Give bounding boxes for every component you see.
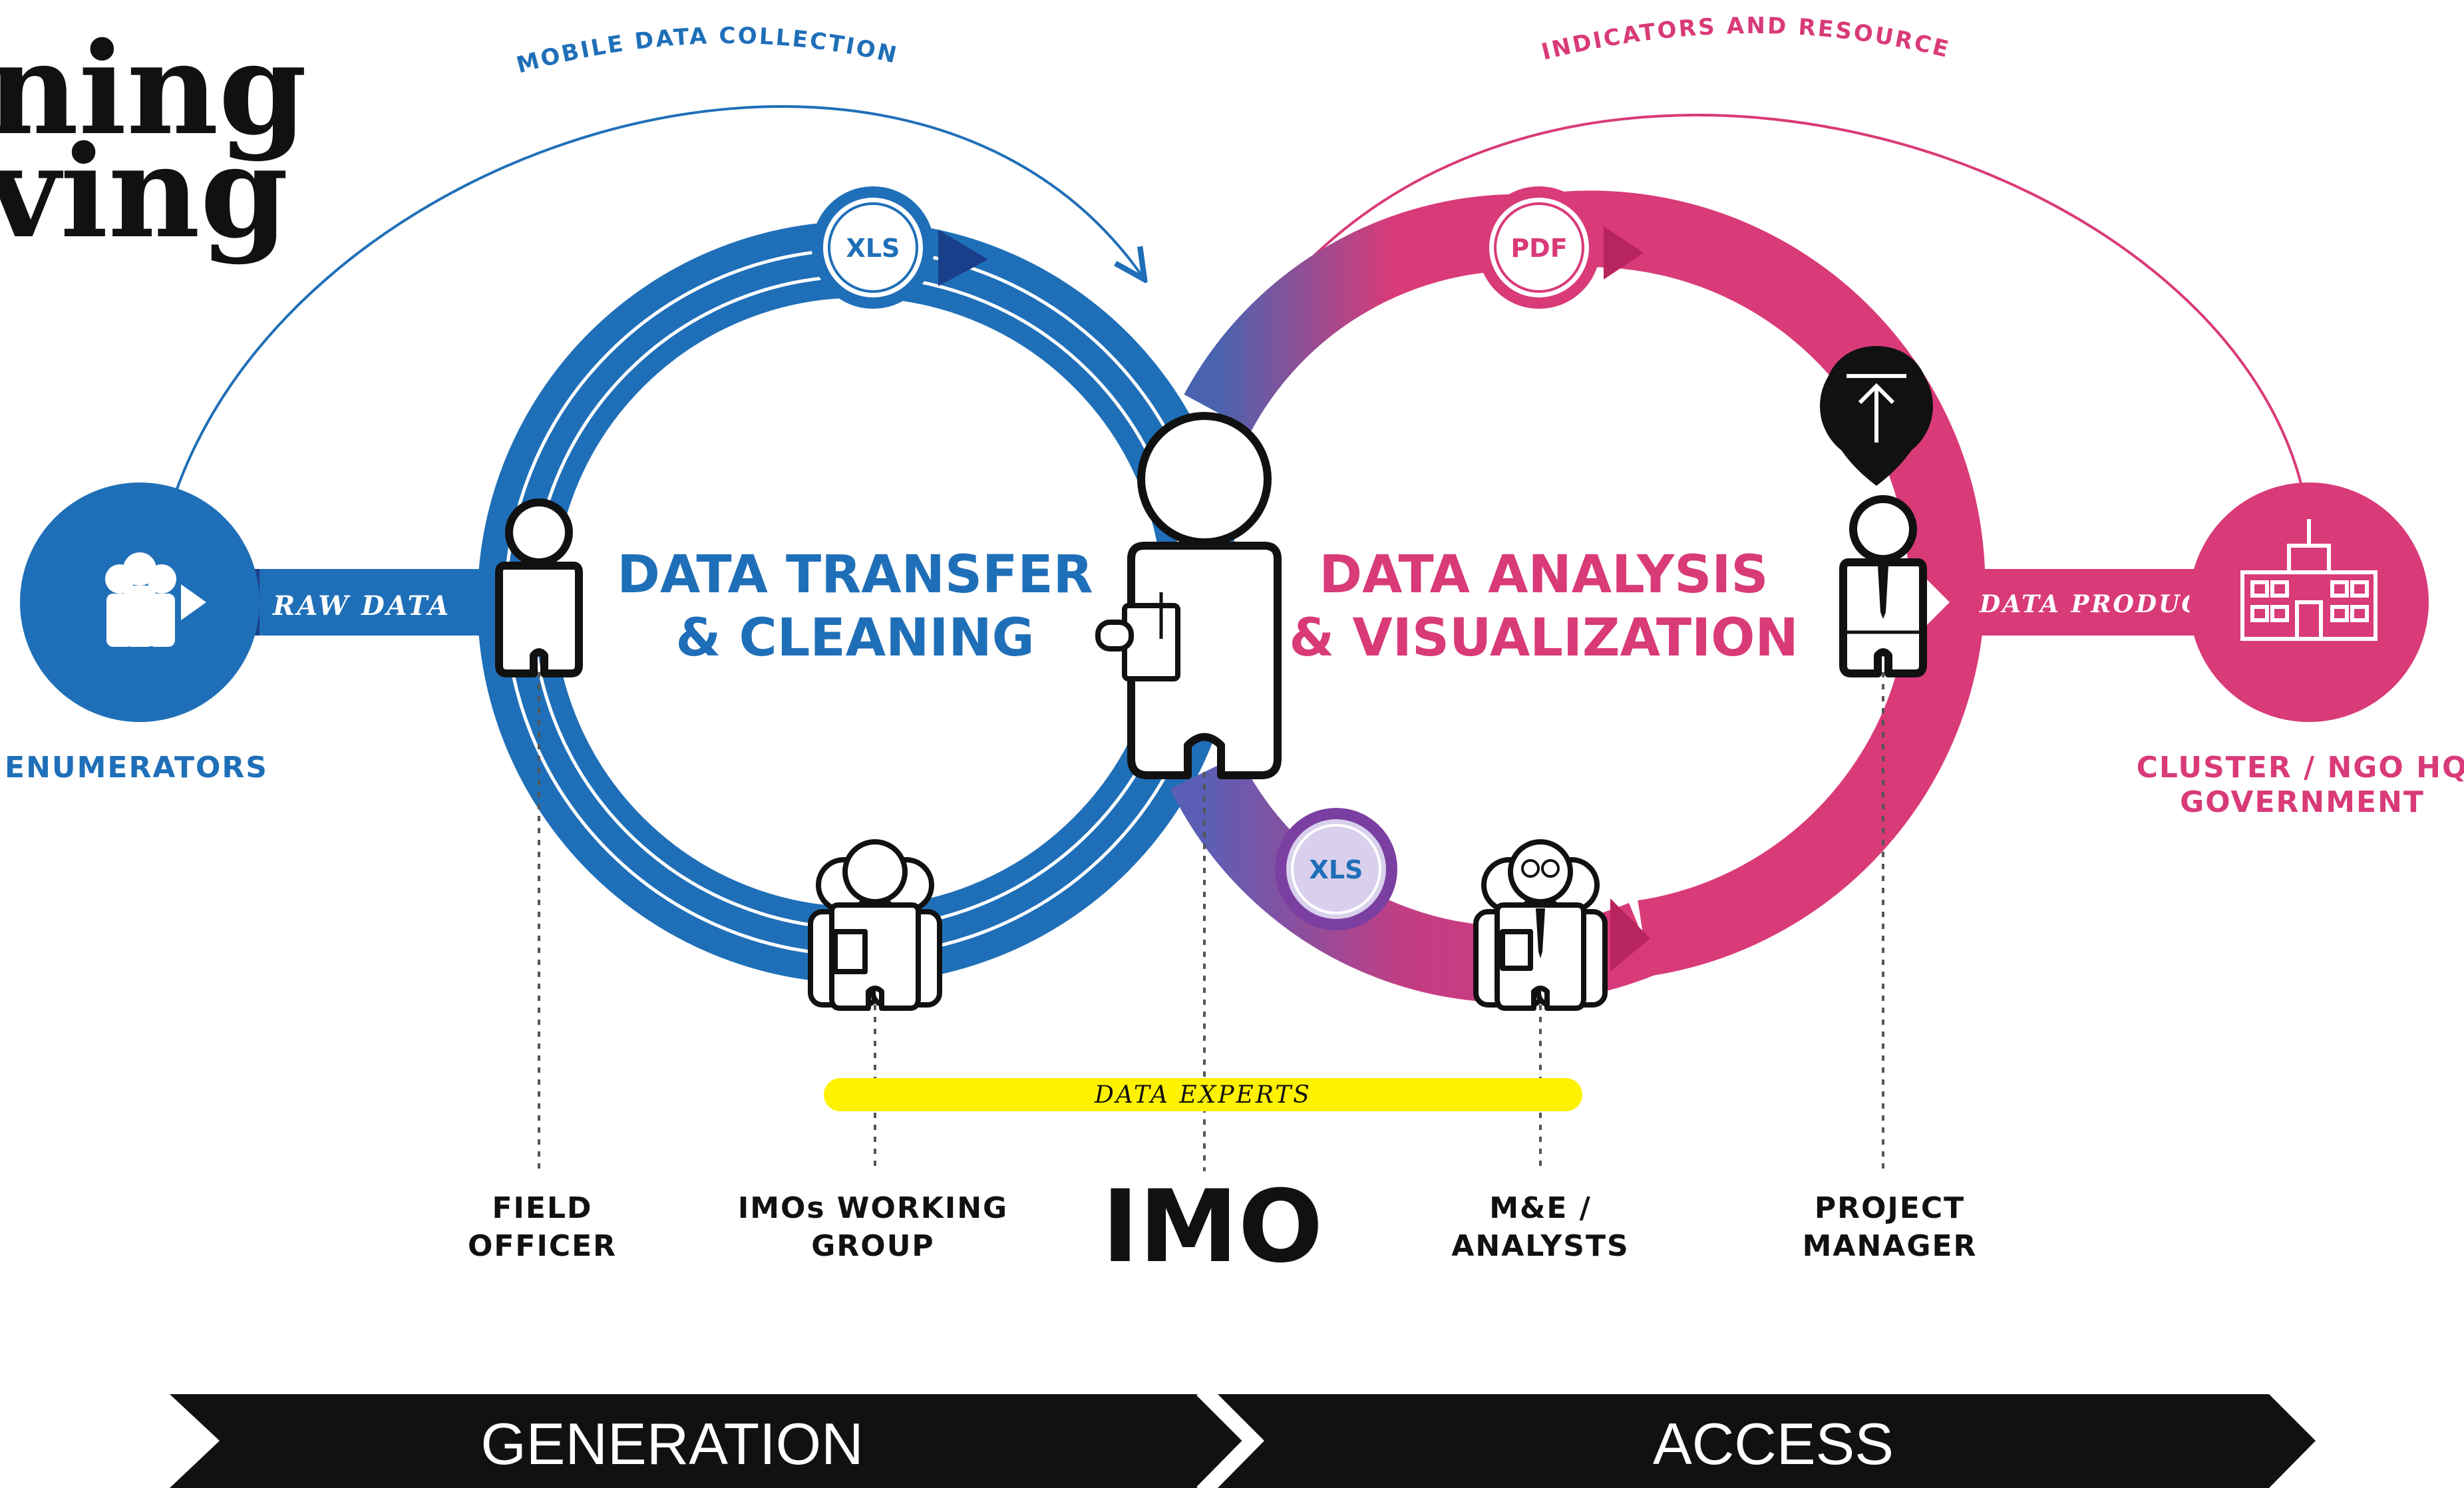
- title-fragment-line2: ving: [0, 118, 289, 266]
- imos-working-group-figure: [808, 839, 942, 1011]
- stage-access: ACCESS: [1653, 1411, 1894, 1477]
- svg-text:XLS: XLS: [846, 234, 900, 263]
- loop-right-title-line2: & VISUALIZATION: [1289, 608, 1798, 668]
- project-manager-figure: [1839, 495, 1927, 677]
- svg-text:XLS: XLS: [1310, 855, 1363, 884]
- enumerators-group-icon: [105, 552, 206, 647]
- raw-data-label: RAW DATA: [272, 590, 450, 622]
- role-field-officer-line2: OFFICER: [468, 1229, 617, 1263]
- loop-left-title-line2: & CLEANING: [675, 608, 1034, 668]
- svg-text:PDF: PDF: [1510, 234, 1567, 263]
- imo-figure: [1095, 412, 1282, 779]
- xls-badge-bottom: XLS: [1275, 808, 1397, 930]
- mobile-data-collection-label: MOBILE DATA COLLECTION: [514, 23, 901, 79]
- field-officer-figure: [495, 498, 583, 677]
- me-analysts-figure: [1473, 839, 1608, 1011]
- role-analysts-line1: M&E /: [1489, 1191, 1592, 1225]
- role-field-officer-line1: FIELD: [492, 1191, 592, 1225]
- role-analysts-line2: ANALYSTS: [1451, 1229, 1629, 1263]
- indicators-resources-arc: [1218, 113, 2310, 526]
- pdf-badge: PDF: [1478, 186, 1600, 309]
- title-fragment-line1: ning: [0, 15, 307, 163]
- role-project-manager-line1: PROJECT: [1815, 1191, 1965, 1225]
- enumerators-label: ENUMERATORS: [5, 751, 268, 785]
- upload-pin-icon: [1820, 346, 1933, 486]
- stage-arrow-band: [170, 1393, 2316, 1488]
- data-experts-bar: [824, 1078, 1582, 1111]
- data-product-label: DATA PRODUCT: [1979, 590, 2222, 618]
- stage-generation: GENERATION: [480, 1411, 863, 1477]
- cluster-label-line2: GOVERNMENT: [2180, 785, 2425, 819]
- loop-left-title-line1: DATA TRANSFER: [617, 545, 1093, 605]
- enumerators-node: [20, 482, 260, 722]
- government-building-icon: [2240, 519, 2377, 641]
- loop-right-title-line1: DATA ANALYSIS: [1319, 545, 1768, 605]
- role-project-manager-line2: MANAGER: [1803, 1229, 1978, 1263]
- cluster-node: [2189, 482, 2429, 722]
- imo-label: IMO: [1102, 1169, 1323, 1285]
- xls-badge-top: XLS: [812, 186, 934, 309]
- cluster-label-line1: CLUSTER / NGO HQ: [2137, 751, 2464, 785]
- role-imos-group-line1: IMOs WORKING: [738, 1191, 1008, 1225]
- role-imos-group-line2: GROUP: [811, 1229, 934, 1263]
- data-experts-label: DATA EXPERTS: [1094, 1081, 1312, 1109]
- mobile-data-collection-arc: [152, 105, 1144, 600]
